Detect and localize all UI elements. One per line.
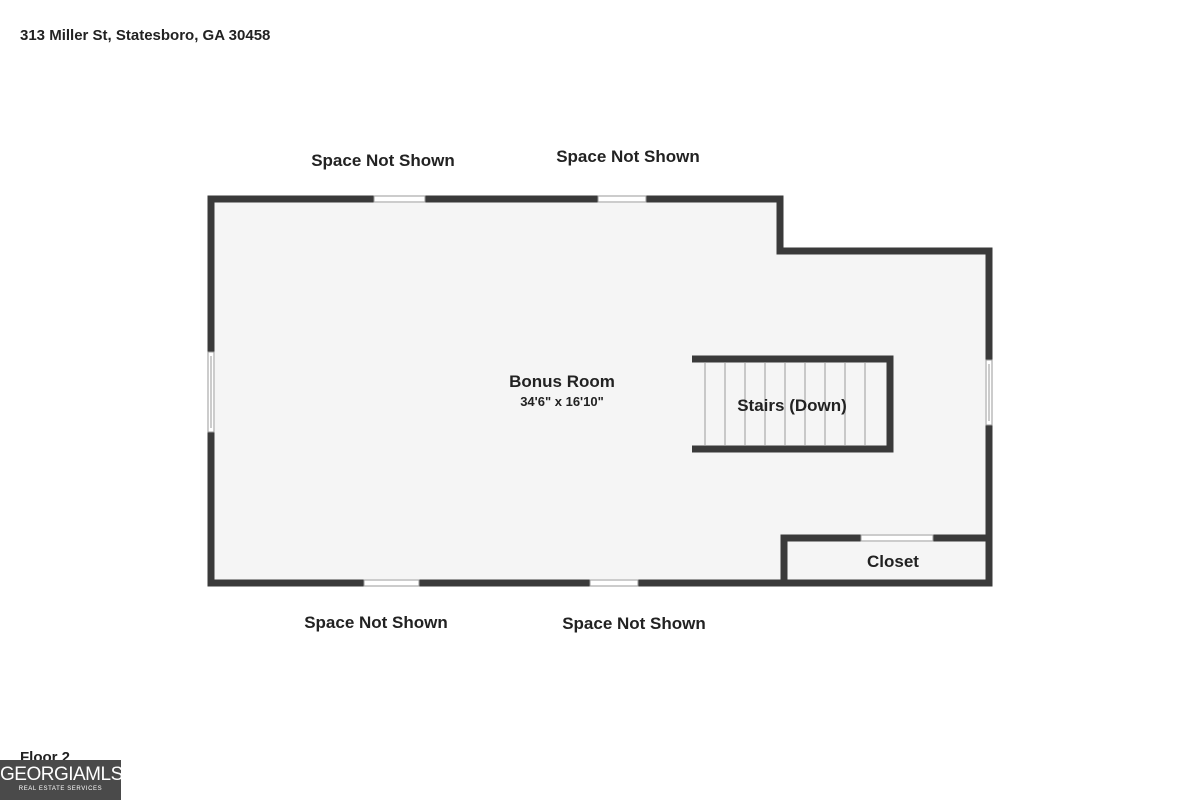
exterior-wall [207, 195, 993, 587]
window-top-right [598, 195, 646, 203]
closet-label: Closet [867, 552, 919, 571]
space-not-shown-top-left: Space Not Shown [311, 151, 455, 170]
closet-door-gap [861, 534, 933, 542]
logo-tagline: REAL ESTATE SERVICES [18, 786, 103, 792]
stair-treads [704, 363, 866, 446]
window-top-left [374, 195, 425, 203]
window-bottom-left [364, 579, 419, 587]
bonus-room-dimensions: 34'6" x 16'10" [520, 394, 604, 409]
stairs-walls [692, 355, 894, 453]
window-bottom-right [590, 579, 638, 587]
logo-wordmark: GEORGIAMLS [0, 764, 123, 785]
window-frames [207, 195, 993, 587]
closet-door-frame [860, 534, 934, 542]
stairs-label: Stairs (Down) [737, 396, 847, 415]
georgia-mls-logo: GEORGIAMLS REAL ESTATE SERVICES [0, 760, 123, 800]
property-address: 313 Miller St, Statesboro, GA 30458 [20, 27, 271, 44]
bonus-room-label: Bonus Room [509, 372, 615, 391]
bonus-room-floor [211, 199, 989, 583]
space-not-shown-top-right: Space Not Shown [556, 147, 700, 166]
space-not-shown-bottom-right: Space Not Shown [562, 614, 706, 633]
space-not-shown-bottom-left: Space Not Shown [304, 613, 448, 632]
